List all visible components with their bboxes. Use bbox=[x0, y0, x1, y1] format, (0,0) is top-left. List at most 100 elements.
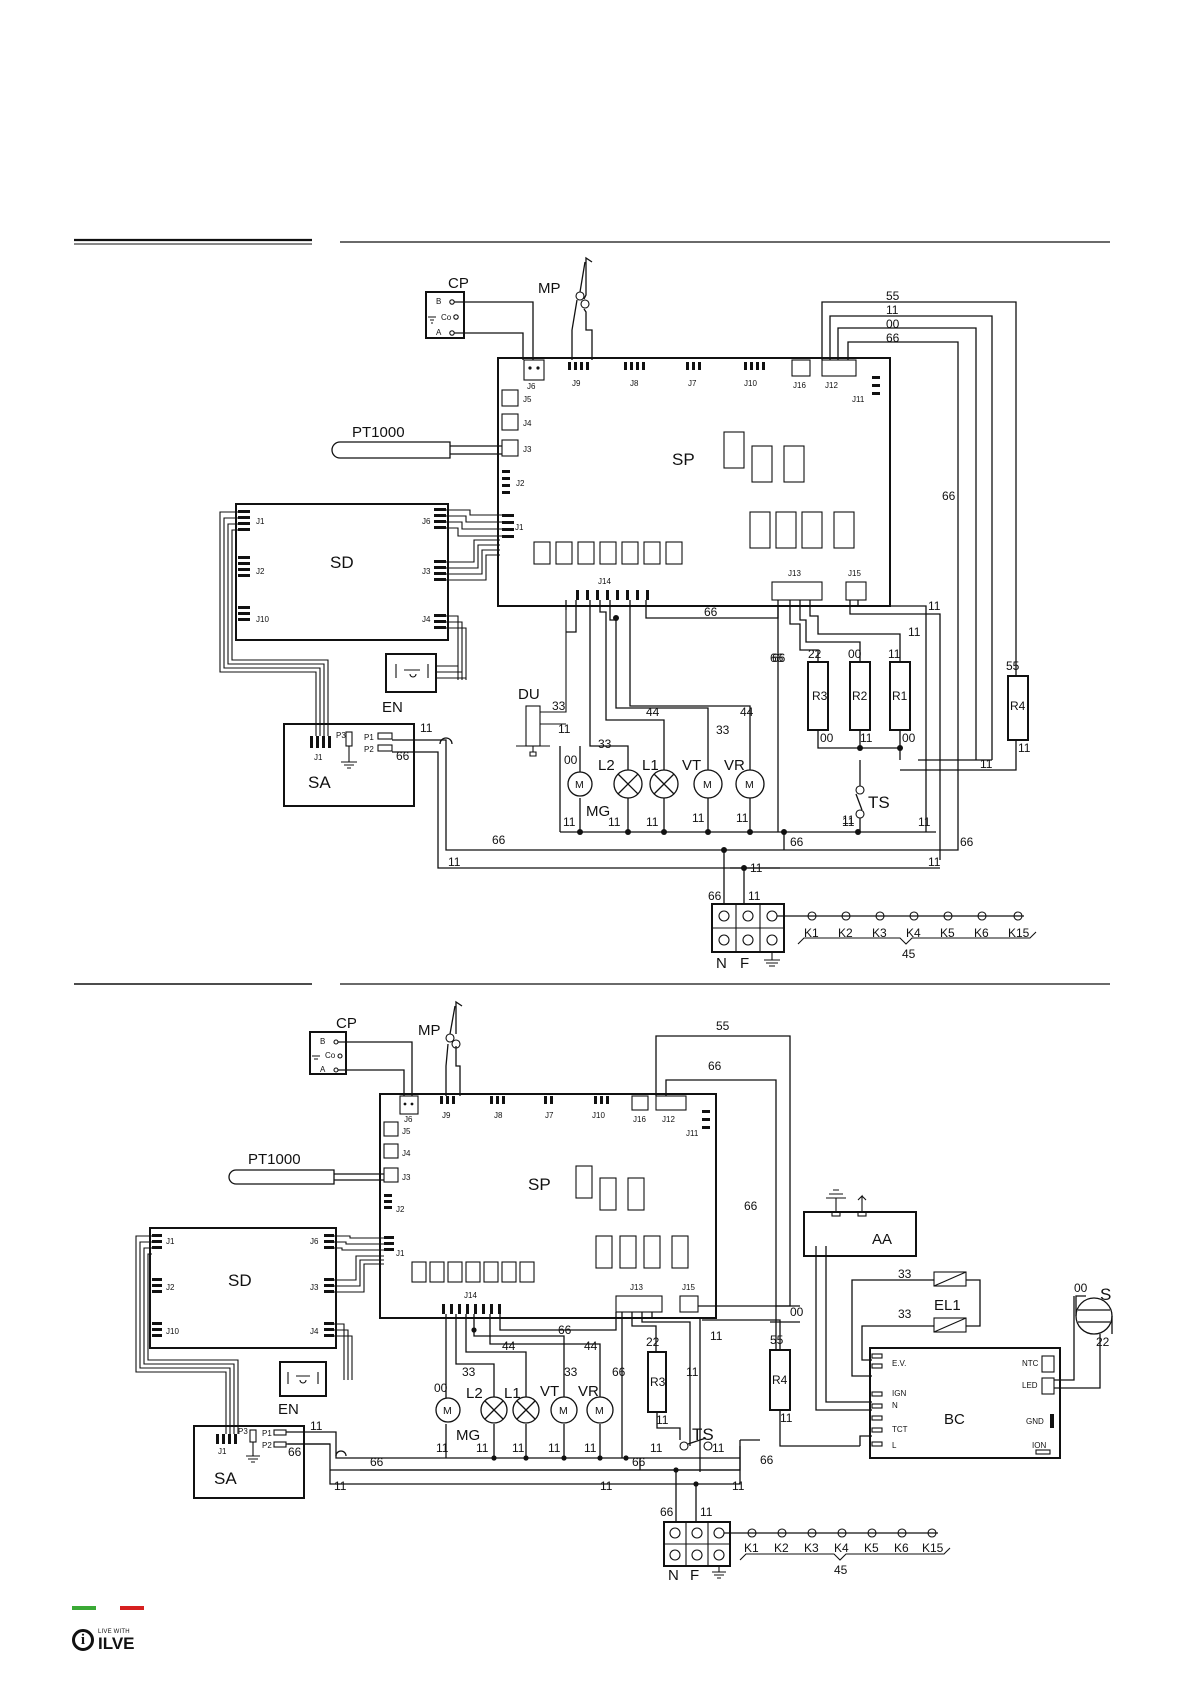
svg-text:11: 11 bbox=[888, 647, 901, 661]
ground-icon bbox=[312, 1055, 320, 1060]
brand-color-bars bbox=[72, 1606, 152, 1610]
svg-text:R1: R1 bbox=[892, 689, 908, 703]
svg-text:A: A bbox=[320, 1065, 326, 1074]
j10-pins bbox=[744, 362, 765, 370]
j15-wires bbox=[849, 600, 941, 860]
svg-text:44: 44 bbox=[740, 705, 754, 719]
bc-board: BC E.V. IGN N TCT L NTC LED GND ION bbox=[859, 1347, 1061, 1459]
svg-text:J1: J1 bbox=[256, 517, 265, 526]
mp-switch-2: MP bbox=[418, 1000, 463, 1096]
svg-text:11: 11 bbox=[692, 811, 705, 825]
svg-text:11: 11 bbox=[918, 815, 931, 829]
svg-text:11: 11 bbox=[712, 1441, 725, 1455]
ground-icon bbox=[428, 316, 436, 324]
svg-text:SD: SD bbox=[330, 553, 354, 572]
svg-text:11: 11 bbox=[700, 1505, 713, 1519]
svg-text:66: 66 bbox=[708, 1059, 722, 1073]
pt1000-sensor-2: PT1000 bbox=[228, 1151, 384, 1185]
svg-text:K2: K2 bbox=[838, 926, 853, 940]
svg-text:00: 00 bbox=[790, 1305, 804, 1319]
spark-icon bbox=[857, 1194, 867, 1212]
logo-brand: ILVE bbox=[98, 1633, 135, 1653]
j14-wires bbox=[565, 600, 779, 770]
resistors: R3 22 00 R2 00 11 R1 11 00 R4 55 11 bbox=[807, 647, 1031, 755]
svg-text:J6: J6 bbox=[310, 1237, 319, 1246]
svg-text:55: 55 bbox=[716, 1019, 730, 1033]
svg-text:J14: J14 bbox=[464, 1291, 477, 1300]
svg-text:J12: J12 bbox=[662, 1115, 675, 1124]
svg-text:J1: J1 bbox=[314, 753, 323, 762]
svg-text:N: N bbox=[668, 1567, 679, 1584]
svg-text:11: 11 bbox=[886, 303, 899, 317]
svg-text:J3: J3 bbox=[523, 445, 532, 454]
cp-wires bbox=[454, 301, 534, 360]
svg-text:K2: K2 bbox=[774, 1541, 789, 1555]
svg-text:K1: K1 bbox=[744, 1541, 759, 1555]
svg-text:33: 33 bbox=[462, 1365, 476, 1379]
j11-pins bbox=[872, 376, 880, 395]
svg-text:55: 55 bbox=[886, 289, 900, 303]
svg-text:SD: SD bbox=[228, 1271, 252, 1290]
svg-text:F: F bbox=[740, 955, 749, 972]
svg-text:22: 22 bbox=[1096, 1335, 1110, 1349]
svg-text:P3: P3 bbox=[238, 1427, 248, 1436]
svg-text:J3: J3 bbox=[402, 1173, 411, 1182]
sd-board: SD J1 J2 J10 J6 J3 J4 bbox=[235, 503, 449, 641]
svg-text:J4: J4 bbox=[422, 615, 431, 624]
svg-text:11: 11 bbox=[908, 625, 921, 639]
svg-text:M: M bbox=[745, 779, 754, 791]
svg-text:P1: P1 bbox=[364, 733, 374, 742]
svg-text:66: 66 bbox=[886, 331, 900, 345]
ts-thermostat-2: TS bbox=[679, 1425, 714, 1451]
svg-text:66: 66 bbox=[704, 605, 718, 619]
pt1000-sensor: PT1000 bbox=[331, 424, 502, 459]
svg-text:11: 11 bbox=[608, 815, 621, 829]
svg-text:EN: EN bbox=[278, 1401, 299, 1418]
svg-text:33: 33 bbox=[898, 1267, 912, 1281]
svg-text:J3: J3 bbox=[422, 567, 431, 576]
svg-text:J5: J5 bbox=[402, 1127, 411, 1136]
diagram-1: CP B Co A MP SP J6 J9 bbox=[219, 256, 1037, 972]
svg-text:TCT: TCT bbox=[892, 1425, 908, 1434]
svg-text:L1: L1 bbox=[642, 757, 659, 774]
svg-text:E.V.: E.V. bbox=[892, 1359, 906, 1368]
svg-text:M: M bbox=[443, 1405, 452, 1417]
svg-text:J15: J15 bbox=[682, 1283, 695, 1292]
svg-text:Co: Co bbox=[441, 313, 452, 322]
terminal-block-1: N F bbox=[711, 903, 785, 972]
svg-text:66: 66 bbox=[632, 1455, 646, 1469]
svg-text:P2: P2 bbox=[364, 745, 374, 754]
svg-text:66: 66 bbox=[288, 1445, 302, 1459]
ground-icon bbox=[712, 1566, 726, 1579]
j12-bus bbox=[821, 301, 1017, 760]
svg-text:LED: LED bbox=[1022, 1381, 1038, 1390]
svg-text:NTC: NTC bbox=[1022, 1359, 1039, 1368]
svg-text:33: 33 bbox=[552, 699, 566, 713]
svg-text:P3: P3 bbox=[336, 731, 346, 740]
svg-text:CP: CP bbox=[448, 275, 469, 292]
sd-sp-ribbon bbox=[446, 509, 502, 537]
svg-text:11: 11 bbox=[310, 1419, 323, 1433]
svg-text:ION: ION bbox=[1032, 1441, 1046, 1450]
svg-text:66: 66 bbox=[772, 651, 786, 665]
svg-text:CP: CP bbox=[336, 1015, 357, 1032]
mp-switch: MP bbox=[538, 256, 593, 360]
svg-text:J10: J10 bbox=[256, 615, 269, 624]
svg-text:J11: J11 bbox=[852, 395, 865, 404]
svg-text:K15: K15 bbox=[1008, 926, 1030, 940]
svg-text:R4: R4 bbox=[1010, 699, 1026, 713]
svg-text:66: 66 bbox=[942, 489, 956, 503]
svg-text:MP: MP bbox=[418, 1022, 441, 1039]
en-component-2: EN bbox=[278, 1361, 327, 1418]
sd-board-2: SD J1 J2 J10 J6 J3 J4 bbox=[149, 1227, 337, 1349]
ground-icon bbox=[246, 1442, 260, 1463]
svg-text:VT: VT bbox=[682, 757, 701, 774]
svg-text:L: L bbox=[892, 1441, 897, 1450]
j8-pins bbox=[624, 362, 645, 370]
svg-text:J4: J4 bbox=[523, 419, 532, 428]
svg-text:J8: J8 bbox=[494, 1111, 503, 1120]
svg-text:J1: J1 bbox=[515, 523, 524, 532]
svg-text:44: 44 bbox=[646, 705, 660, 719]
cp-component-2: CP B Co A bbox=[309, 1015, 357, 1075]
svg-text:J7: J7 bbox=[545, 1111, 554, 1120]
